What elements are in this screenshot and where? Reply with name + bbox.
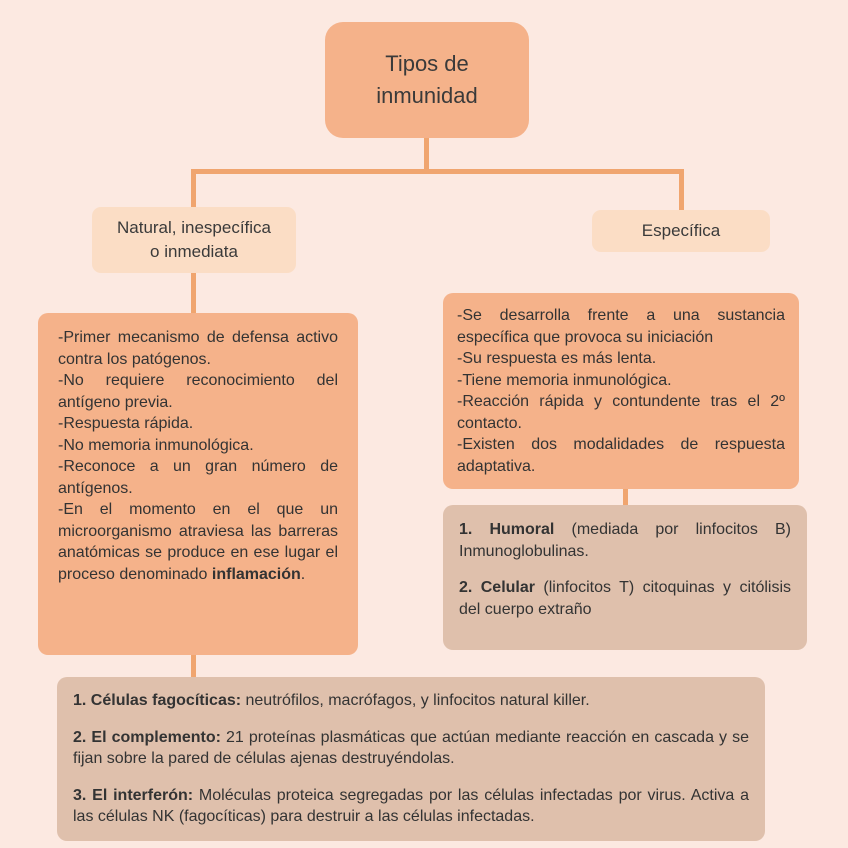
- connector-title-stem: [424, 137, 429, 173]
- branch-label-specific-text: Específica: [641, 221, 721, 241]
- text-segment-bold: 2. El complemento:: [73, 728, 221, 746]
- innate-details-box: -Primer mecanismo de defensa activo cont…: [38, 313, 358, 655]
- connector-horizontal-bar: [191, 169, 684, 174]
- list-item: -Primer mecanismo de defensa activo cont…: [58, 329, 338, 368]
- specific-details-box: -Se desarrolla frente a una sustancia es…: [443, 293, 799, 489]
- text-segment: .: [300, 565, 306, 583]
- branch-label-innate: Natural, inespecífica o inmediata: [92, 207, 296, 273]
- modalities-box: 1. Humoral (mediada por linfocitos B) In…: [443, 505, 807, 650]
- list-item: -No memoria inmunológica.: [58, 436, 254, 454]
- list-item: -No requiere reconocimiento del antígeno…: [58, 372, 338, 411]
- list-item: -Respuesta rápida.: [58, 415, 194, 432]
- connector-left-label-to-details: [191, 270, 196, 316]
- list-item: -Reconoce a un gran número de antígenos.: [58, 458, 338, 497]
- text-segment-bold: 2. Celular: [459, 579, 535, 596]
- innate-components-box: 1. Células fagocíticas: neutrófilos, mac…: [57, 677, 765, 841]
- list-item: -Su respuesta es más lenta.: [457, 350, 657, 367]
- text-segment: (linfocitos T) citoquinas y citólisis de…: [459, 579, 792, 618]
- list-item: 1. Células fagocíticas: neutrófilos, mac…: [73, 690, 749, 712]
- list-item: -Reacción rápida y contundente tras el 2…: [457, 393, 785, 432]
- text-segment-bold: 1. Células fagocíticas:: [73, 692, 242, 709]
- page-title: Tipos de inmunidad: [376, 51, 478, 108]
- list-item: 1. Humoral (mediada por linfocitos B) In…: [459, 519, 791, 562]
- connector-left-details-to-bottom: [191, 652, 196, 680]
- list-item: -En el momento en el que un microorganis…: [58, 499, 338, 585]
- connector-right-drop: [679, 169, 684, 214]
- text-segment: (mediada por linfocitos B) Inmunoglobuli…: [459, 521, 792, 560]
- list-item: 2. El complemento: 21 proteínas plasmáti…: [73, 727, 749, 770]
- list-item: 3. El interferón: Moléculas proteica seg…: [73, 785, 749, 828]
- list-item: -Se desarrolla frente a una sustancia es…: [457, 307, 785, 346]
- list-item: -Tiene memoria inmunológica.: [457, 371, 672, 389]
- list-item: -Existen dos modalidades de respuesta ad…: [457, 436, 785, 475]
- title-box: Tipos de inmunidad: [325, 22, 529, 138]
- text-segment: neutrófilos, macrófagos, y linfocitos na…: [241, 692, 590, 709]
- text-segment: -En el momento en el que un microorganis…: [58, 501, 338, 583]
- branch-label-specific: Específica: [592, 210, 770, 252]
- branch-label-innate-text: Natural, inespecífica o inmediata: [116, 218, 272, 261]
- connector-left-drop: [191, 169, 196, 211]
- text-segment-bold: 3. El interferón:: [73, 786, 194, 804]
- text-segment: 21 proteínas plasmáticas que actúan medi…: [73, 728, 750, 768]
- connector-right-details-to-modalities: [623, 482, 628, 508]
- text-segment-bold: inflamación: [211, 565, 301, 583]
- text-segment: Moléculas proteica segregadas por las cé…: [73, 786, 749, 826]
- list-item: 2. Celular (linfocitos T) citoquinas y c…: [459, 577, 791, 620]
- text-segment-bold: 1. Humoral: [459, 521, 555, 538]
